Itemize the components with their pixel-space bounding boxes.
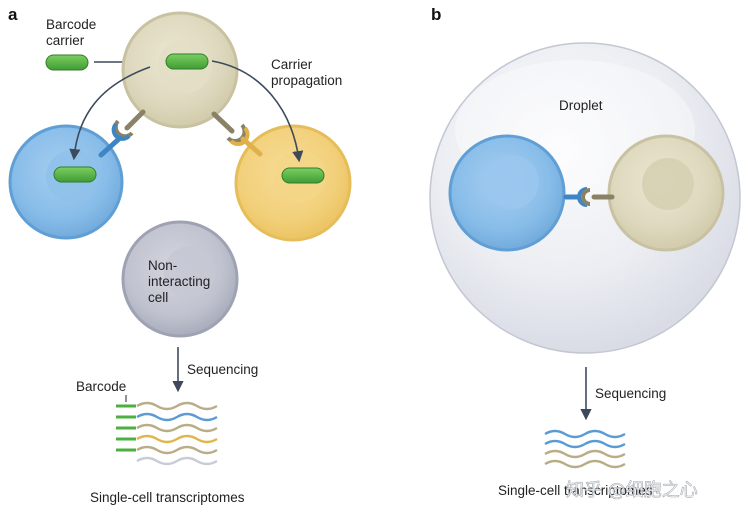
non-interacting-label: Non- interacting cell xyxy=(148,258,214,305)
blue-recipient-cell xyxy=(8,124,124,240)
transcript-strand xyxy=(136,401,218,411)
transcriptomes-label-a: Single-cell transcriptomes xyxy=(90,490,245,505)
propagation-arrow-left xyxy=(69,66,151,161)
transcript-strand xyxy=(544,429,626,439)
receptor-ligand-yellow xyxy=(211,111,263,157)
panel-a-letter: a xyxy=(8,5,18,24)
transcripts-panel-b xyxy=(544,429,626,469)
transcript-strand xyxy=(136,445,218,455)
transcriptomes-label-b: Single-cell transcriptomes xyxy=(498,483,653,498)
transcript-strand xyxy=(136,412,218,422)
propagation-arrow-right xyxy=(211,60,304,163)
yellow-recipient-cell xyxy=(234,124,352,242)
droplet-blue-cell xyxy=(448,134,566,252)
transcript-strand xyxy=(544,439,626,449)
barcode-carrier-label: Barcode carrier xyxy=(46,17,100,48)
transcripts-panel-a xyxy=(116,401,218,466)
receptor-ligand-blue xyxy=(98,109,146,158)
non-interacting-cell xyxy=(121,220,239,338)
barcode-carrier-in-donor xyxy=(165,53,209,70)
transcript-strand xyxy=(136,434,218,444)
transcript-strand xyxy=(544,449,626,459)
barcode-carrier-in-yellow xyxy=(281,167,325,184)
transcript-strand xyxy=(136,423,218,433)
barcode-label: Barcode xyxy=(76,379,126,394)
watermark: 知乎 @细胞之心 xyxy=(566,480,698,501)
transcript-strand xyxy=(544,459,626,469)
barcode-carrier-in-blue xyxy=(53,166,97,183)
droplet-receptor-ligand xyxy=(563,187,615,207)
sequencing-label-a: Sequencing xyxy=(187,362,258,377)
transcript-strand xyxy=(136,456,218,466)
beige-donor-cell xyxy=(121,11,239,129)
carrier-propagation-label: Carrier propagation xyxy=(271,57,342,88)
panel-b-letter: b xyxy=(431,5,441,24)
sequencing-label-b: Sequencing xyxy=(595,386,666,401)
barcode-carrier-pill xyxy=(45,54,89,71)
droplet-label: Droplet xyxy=(559,98,603,113)
droplet-beige-cell xyxy=(607,134,725,252)
